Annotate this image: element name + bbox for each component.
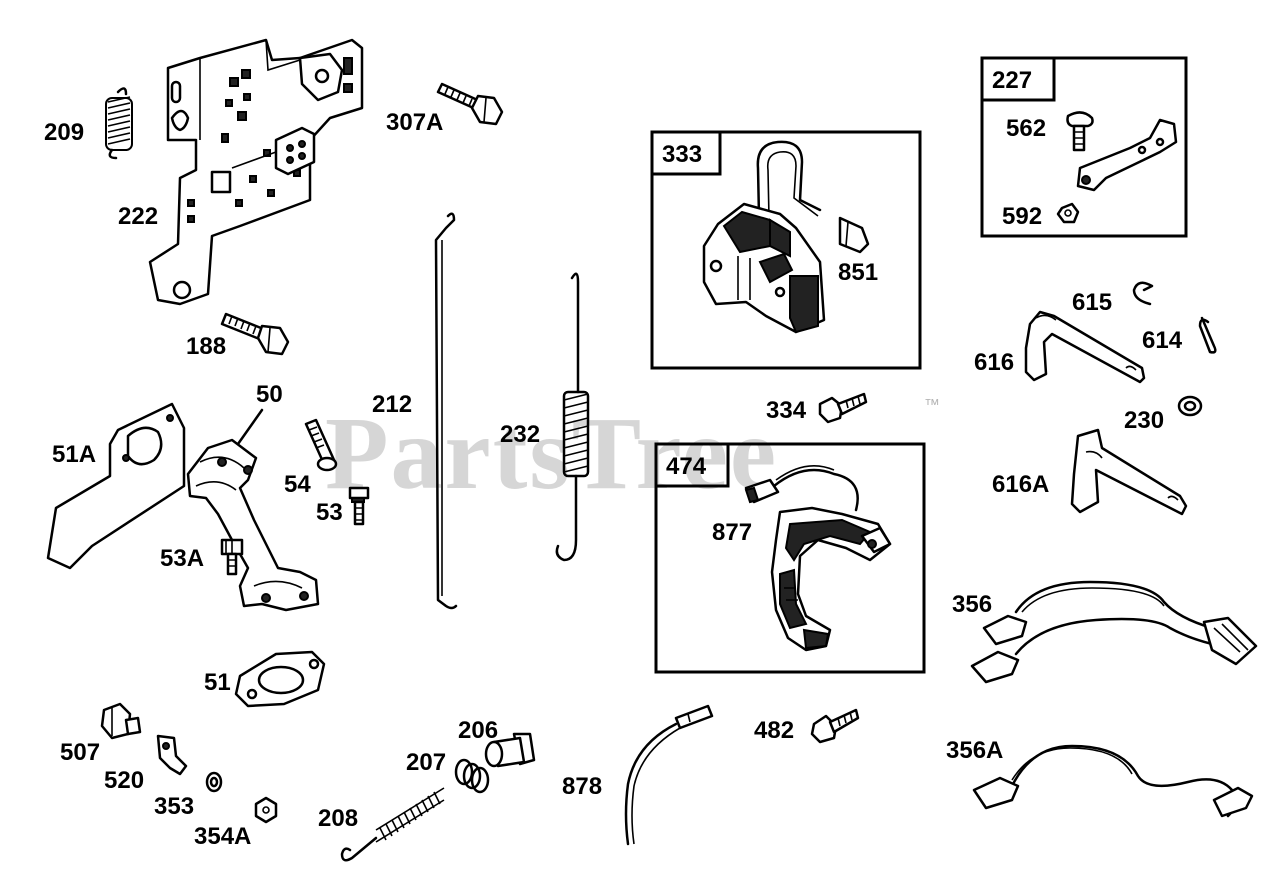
label-232: 232: [500, 421, 540, 448]
part-51A-gasket[interactable]: [46, 402, 186, 570]
part-353-washer[interactable]: [205, 771, 223, 793]
label-354A: 354A: [194, 823, 251, 850]
part-53A-screw[interactable]: [220, 538, 244, 576]
label-212: 212: [372, 391, 412, 418]
part-333-armature-coil[interactable]: [702, 140, 826, 334]
box-474-label: 474: [666, 453, 707, 480]
part-307A-bolt[interactable]: [436, 82, 504, 126]
part-227-governor-lever[interactable]: [1076, 118, 1178, 192]
part-851-spark-plug-boot[interactable]: [838, 216, 870, 254]
label-482: 482: [754, 717, 794, 744]
part-354A-nut[interactable]: [254, 796, 278, 824]
box-227-frame: [980, 56, 1188, 238]
part-520-terminal[interactable]: [156, 734, 188, 776]
label-877: 877: [712, 519, 752, 546]
watermark: PartsTree: [325, 396, 778, 511]
part-562-screw[interactable]: [1066, 111, 1094, 152]
label-334: 334: [766, 397, 807, 424]
label-616A: 616A: [992, 471, 1049, 498]
label-209: 209: [44, 119, 84, 146]
part-222-control-bracket[interactable]: [148, 38, 364, 306]
part-208-spring-rod[interactable]: [340, 787, 445, 862]
label-307A: 307A: [386, 109, 443, 136]
part-230-washer[interactable]: [1177, 395, 1203, 417]
part-356-wiring-harness[interactable]: [970, 580, 1258, 684]
label-188: 188: [186, 333, 226, 360]
box-333-frame: [650, 130, 922, 370]
label-356A: 356A: [946, 737, 1003, 764]
label-878: 878: [562, 773, 602, 800]
part-474-ignition-armature[interactable]: [770, 464, 892, 652]
part-592-nut[interactable]: [1056, 202, 1080, 224]
part-212-link-rod[interactable]: [434, 212, 458, 610]
part-188-bolt[interactable]: [220, 312, 290, 356]
label-507: 507: [60, 739, 100, 766]
label-51: 51: [204, 669, 231, 696]
box-227-label: 227: [992, 67, 1032, 94]
label-562: 562: [1006, 115, 1046, 142]
label-616: 616: [974, 349, 1014, 376]
box-474-label-frame: [654, 442, 730, 488]
part-53-screw[interactable]: [348, 486, 370, 526]
label-356: 356: [952, 591, 992, 618]
label-520: 520: [104, 767, 144, 794]
part-209-spring[interactable]: [105, 87, 133, 160]
label-53: 53: [316, 499, 343, 526]
part-614-cotter-pin[interactable]: [1198, 316, 1217, 354]
label-54: 54: [284, 471, 311, 498]
box-474-frame: [654, 442, 926, 674]
label-53A: 53A: [160, 545, 204, 572]
label-615: 615: [1072, 289, 1112, 316]
part-616A-governor-shaft[interactable]: [1070, 428, 1188, 516]
label-206: 206: [458, 717, 498, 744]
watermark-trademark: ™: [924, 397, 940, 414]
part-54-screw[interactable]: [304, 418, 338, 472]
label-851: 851: [838, 259, 878, 286]
box-227-label-frame: [980, 56, 1056, 102]
part-878-ground-wire[interactable]: [624, 704, 714, 846]
part-616-governor-shaft[interactable]: [1024, 310, 1146, 384]
part-877-connector[interactable]: [744, 478, 780, 504]
part-206-fitting[interactable]: [484, 732, 536, 768]
label-230: 230: [1124, 407, 1164, 434]
label-222: 222: [118, 203, 158, 230]
part-232-spring[interactable]: [555, 272, 590, 562]
part-615-clip[interactable]: [1132, 281, 1154, 306]
box-333-label: 333: [662, 141, 702, 168]
part-207-spring[interactable]: [454, 758, 490, 794]
part-356A-wiring-harness[interactable]: [972, 744, 1254, 818]
label-50: 50: [256, 381, 283, 408]
part-51-gasket[interactable]: [234, 650, 326, 708]
part-50-exhaust-elbow[interactable]: [186, 408, 320, 612]
label-353: 353: [154, 793, 194, 820]
label-592: 592: [1002, 203, 1042, 230]
part-507-terminal-screw[interactable]: [100, 702, 142, 740]
label-207: 207: [406, 749, 446, 776]
label-208: 208: [318, 805, 358, 832]
label-51A: 51A: [52, 441, 96, 468]
part-482-screw[interactable]: [810, 708, 860, 744]
part-334-screw[interactable]: [818, 392, 868, 424]
label-614: 614: [1142, 327, 1183, 354]
box-333-label-frame: [650, 130, 722, 176]
